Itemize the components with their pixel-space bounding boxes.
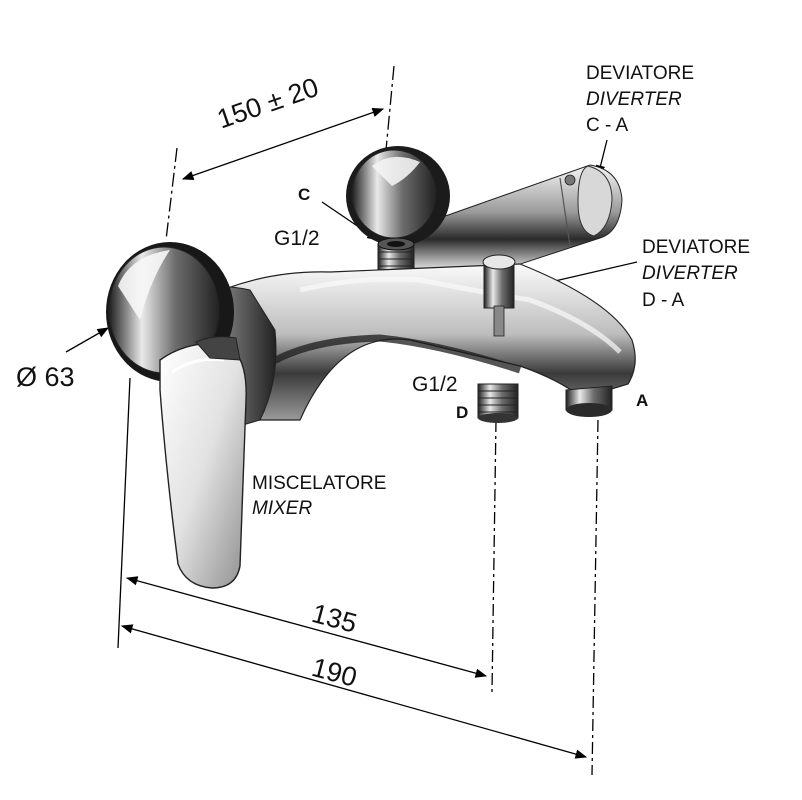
diverter-ca-code: C - A (586, 115, 629, 136)
diverter-da-label-it: DEVIATORE (642, 237, 751, 258)
leader-diameter (65, 327, 110, 353)
extension-line-left-top (165, 147, 178, 241)
port-d-letter: D (456, 403, 469, 422)
dimension-lines (65, 65, 638, 776)
diverter-ca-label-en: DIVERTER (586, 89, 682, 110)
port-c-letter: C (298, 185, 311, 204)
port-a-letter: A (636, 391, 649, 410)
faucet (106, 146, 636, 589)
diverter-ca-label-it: DEVIATORE (586, 63, 695, 84)
dimension-line-190 (120, 624, 588, 759)
diverter-knob (482, 254, 516, 337)
mixer-lever-handle (159, 336, 247, 589)
diverter-da-code: D - A (642, 290, 685, 311)
port-c-thread: G1/2 (274, 227, 320, 250)
port-d-connector (477, 383, 519, 423)
extension-line-left-bottom (117, 377, 131, 649)
port-d-thread: G1/2 (412, 373, 458, 396)
extension-line-a (591, 419, 599, 776)
extension-line-d (491, 419, 497, 693)
dimension-diameter-label: Ø 63 (16, 362, 75, 392)
diverter-da-label-en: DIVERTER (642, 263, 738, 284)
mixer-label-en: MIXER (252, 498, 313, 519)
main-body-spout (199, 263, 636, 421)
spout-outlet-a (565, 385, 613, 417)
dimension-line-150 (181, 108, 385, 180)
dimension-line-135 (125, 576, 488, 678)
mixer-label-it: MISCELATORE (252, 473, 387, 494)
extension-line-right-top (385, 65, 395, 151)
